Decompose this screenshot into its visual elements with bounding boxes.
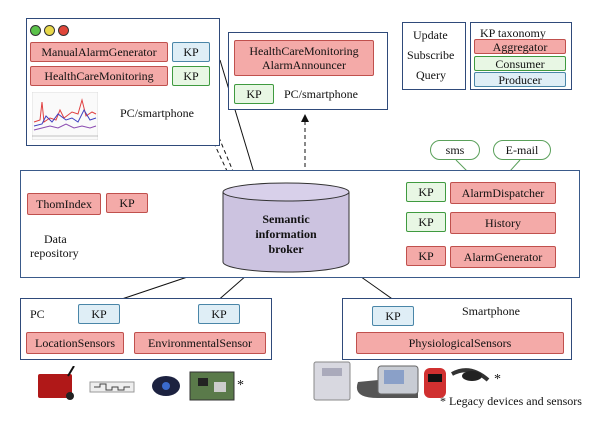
weight-scale-icon [313, 361, 351, 401]
smartphone-label: Smartphone [462, 304, 520, 318]
legacy-devices-right [313, 361, 490, 401]
kp-environmental-sensor: KP [198, 304, 240, 324]
legend-query-label: Query [416, 68, 446, 82]
kp-healthcare-monitoring: KP [172, 66, 210, 86]
pulse-oximeter-icon [424, 368, 446, 398]
blood-pressure-monitor-icon [356, 365, 419, 398]
device-label: PC/smartphone [284, 87, 358, 101]
device-label: PC/smartphone [120, 106, 194, 120]
rfid-tag-icon [89, 381, 135, 393]
sms-channel: sms [430, 140, 480, 160]
data-repository-label-line2: repository [30, 246, 79, 260]
sensor-node-icon [152, 376, 180, 396]
kp-alarm-generator: KP [406, 246, 446, 266]
legend-update-label: Update [413, 28, 448, 42]
rfid-reader-icon [38, 366, 75, 400]
legacy-asterisk-right: * [494, 372, 501, 387]
location-sensors: LocationSensors [26, 332, 124, 354]
happy-face-icon [30, 25, 41, 36]
kp-thom-index: KP [106, 193, 148, 213]
email-channel: E-mail [493, 140, 551, 160]
announcer-line2: AlarmAnnouncer [262, 58, 346, 72]
kp-announcer: KP [234, 84, 274, 104]
kp-manual-alarm: KP [172, 42, 210, 62]
kp-physiological-sensors: KP [372, 306, 414, 326]
history: History [450, 212, 556, 234]
legacy-note: * Legacy devices and sensors [440, 394, 582, 408]
legend-subscribe-label: Subscribe [407, 48, 455, 62]
manual-alarm-generator: ManualAlarmGenerator [30, 42, 168, 62]
semantic-broker-cylinder-icon [222, 182, 350, 273]
legend-consumer: Consumer [474, 56, 566, 71]
legend-link-types [402, 22, 466, 90]
kp-location-sensors: KP [78, 304, 120, 324]
update-arrow [219, 59, 260, 187]
broker-line1: Semantic [262, 212, 310, 226]
semantic-information-broker: Semantic information broker [222, 212, 350, 257]
neutral-face-icon [44, 25, 55, 36]
legacy-devices-left [38, 366, 235, 401]
legend-taxonomy-title: KP taxonomy [480, 26, 546, 40]
alarm-generator: AlarmGenerator [450, 246, 556, 268]
alarm-dispatcher: AlarmDispatcher [450, 182, 556, 204]
pc-label: PC [30, 307, 45, 321]
heart-rate-strap-icon [451, 368, 490, 382]
circuit-board-icon [189, 371, 235, 401]
announcer-line1: HealthCareMonitoring [249, 44, 359, 58]
kp-history: KP [406, 212, 446, 232]
healthcare-alarm-announcer: HealthCareMonitoring AlarmAnnouncer [234, 40, 374, 76]
broker-line2: information [255, 227, 317, 241]
sad-face-icon [58, 25, 69, 36]
broker-line3: broker [268, 242, 304, 256]
legend-producer: Producer [474, 72, 566, 87]
legacy-asterisk-left: * [237, 378, 244, 393]
physiological-sensors: PhysiologicalSensors [356, 332, 564, 354]
vital-signs-chart-thumbnail [32, 92, 98, 140]
environmental-sensor: EnvironmentalSensor [134, 332, 266, 354]
data-repository-label-line1: Data [44, 232, 67, 246]
thom-index: ThomIndex [27, 193, 101, 215]
healthcare-monitoring: HealthCareMonitoring [30, 66, 168, 86]
legend-aggregator: Aggregator [474, 39, 566, 54]
kp-alarm-dispatcher: KP [406, 182, 446, 202]
